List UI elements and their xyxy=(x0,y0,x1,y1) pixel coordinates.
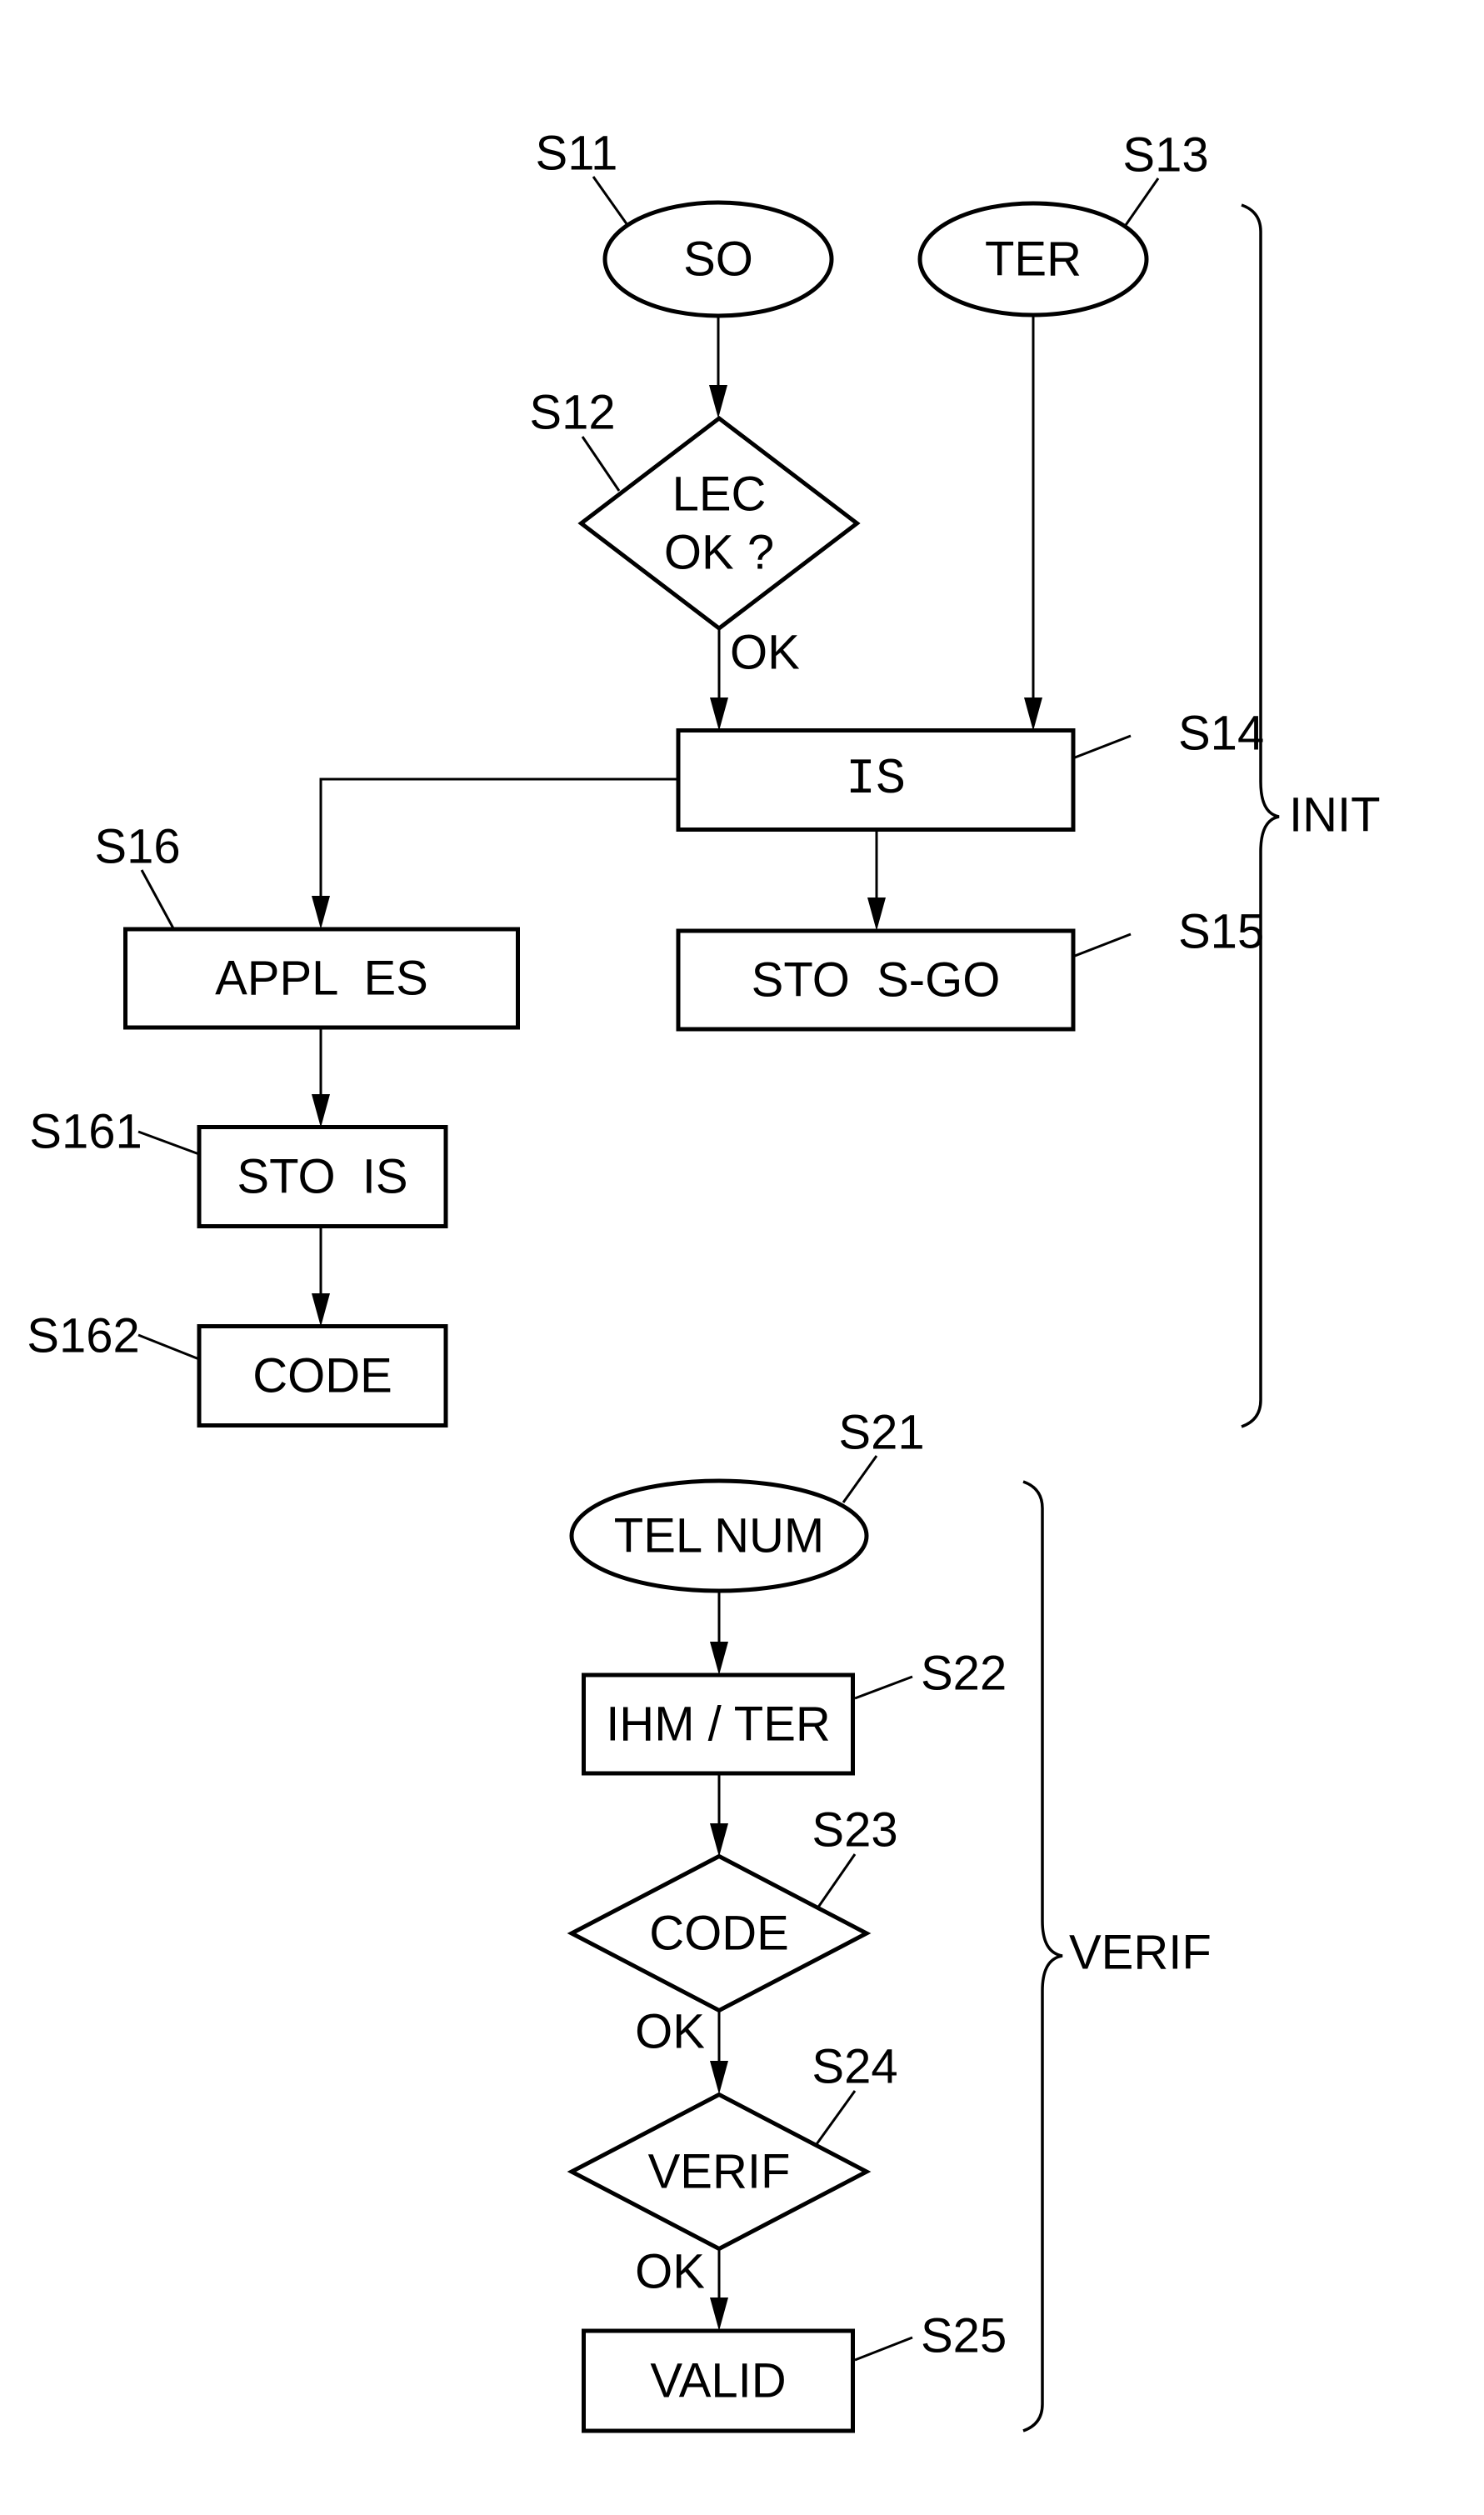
process-box xyxy=(676,728,1076,832)
node-label: CODE xyxy=(649,1907,789,1961)
terminal-ellipse xyxy=(602,200,834,318)
edge-s14-s16 xyxy=(319,778,678,904)
step-reference-label: S21 xyxy=(838,1406,924,1460)
process-box xyxy=(582,2328,855,2433)
reference-leader-line xyxy=(140,869,175,929)
edge-s11-s12-arrowhead-icon xyxy=(709,385,727,418)
reference-leader-line xyxy=(1074,932,1132,958)
node-label: CODE xyxy=(252,1349,392,1403)
edge-label-ok: OK xyxy=(730,626,800,680)
step-reference-label: S25 xyxy=(921,2309,1007,2363)
reference-leader-line xyxy=(137,1130,200,1156)
process-box xyxy=(197,1125,448,1228)
edge-s21-s22-arrowhead-icon xyxy=(710,1642,728,1675)
node-label: TER xyxy=(985,232,1082,287)
reference-leader-line xyxy=(816,1853,857,1909)
reference-leader-line xyxy=(592,176,629,226)
node-label: OK ? xyxy=(664,526,774,580)
node-s22: IHM / TER S22 xyxy=(582,1647,1007,1776)
edge-label-ok: OK xyxy=(635,2245,705,2299)
node-s21: TEL NUM S21 xyxy=(569,1406,925,1593)
edge-s161-s162-arrowhead-icon xyxy=(312,1293,330,1327)
edge-s13-s14-arrowhead-icon xyxy=(1024,698,1042,731)
edge-s23-s24-arrowhead-icon xyxy=(710,2061,728,2094)
reference-leader-line xyxy=(137,1333,200,1361)
verif-group-label: VERIF xyxy=(1069,1926,1212,1980)
reference-leader-line xyxy=(1122,178,1160,228)
reference-leader-line xyxy=(854,1675,913,1700)
step-reference-label: S13 xyxy=(1122,128,1208,182)
edge-s14-s16-arrowhead-icon xyxy=(312,896,330,929)
step-reference-label: S11 xyxy=(536,127,618,181)
node-label: VALID xyxy=(650,2354,786,2408)
node-label: STO IS xyxy=(237,1150,407,1204)
verif-group-brace xyxy=(1022,1480,1063,2432)
node-label: IS xyxy=(846,752,906,808)
edge-s14-s15-arrowhead-icon xyxy=(867,898,886,931)
step-reference-label: S161 xyxy=(29,1105,142,1159)
step-reference-label: S16 xyxy=(94,820,180,874)
reference-leader-line xyxy=(842,1455,878,1503)
process-box xyxy=(123,927,520,1030)
reference-leader-line xyxy=(581,436,621,492)
edge-s12-s14-arrowhead-icon xyxy=(710,698,728,731)
process-box xyxy=(197,1324,448,1428)
node-s11: SO S11 xyxy=(536,127,834,318)
node-label: VERIF xyxy=(648,2145,791,2199)
node-label: TEL NUM xyxy=(614,1509,824,1563)
node-label: STO S-GO xyxy=(752,953,1001,1008)
node-s14: IS S14 xyxy=(676,707,1264,832)
node-label: IHM / TER xyxy=(606,1698,831,1752)
decision-diamond xyxy=(577,415,861,632)
step-reference-label: S12 xyxy=(529,386,615,440)
edge-s16-s161-arrowhead-icon xyxy=(312,1094,330,1128)
edge-s24-s25-arrowhead-icon xyxy=(710,2298,728,2331)
step-reference-label: S14 xyxy=(1178,707,1264,761)
reference-leader-line xyxy=(1074,734,1132,759)
reference-leader-line xyxy=(815,2090,857,2145)
init-group-brace xyxy=(1241,203,1280,1428)
node-s161: STO IS S161 xyxy=(29,1105,448,1228)
node-label: APPL ES xyxy=(215,952,428,1006)
edge-s22-s23-arrowhead-icon xyxy=(710,1823,728,1857)
node-s15: STO S-GO S15 xyxy=(676,905,1264,1032)
step-reference-label: S23 xyxy=(812,1803,897,1858)
reference-leader-line xyxy=(854,2336,913,2362)
process-box xyxy=(676,928,1076,1032)
step-reference-label: S24 xyxy=(812,2040,897,2094)
step-reference-label: S162 xyxy=(27,1309,139,1363)
step-reference-label: S15 xyxy=(1178,905,1264,959)
node-s162: CODE S162 xyxy=(27,1309,448,1428)
node-s16: APPL ES S16 xyxy=(94,820,520,1030)
node-s23: CODE S23 xyxy=(567,1803,898,2013)
node-label: LEC xyxy=(672,468,767,522)
node-s13: TER S13 xyxy=(917,128,1209,318)
node-s24: VERIF S24 xyxy=(567,2040,898,2252)
step-reference-label: S22 xyxy=(921,1647,1007,1701)
node-s25: VALID S25 xyxy=(582,2309,1007,2433)
edge-label-ok: OK xyxy=(635,2005,705,2059)
init-group-label: INIT xyxy=(1289,788,1381,842)
node-label: SO xyxy=(683,232,753,287)
